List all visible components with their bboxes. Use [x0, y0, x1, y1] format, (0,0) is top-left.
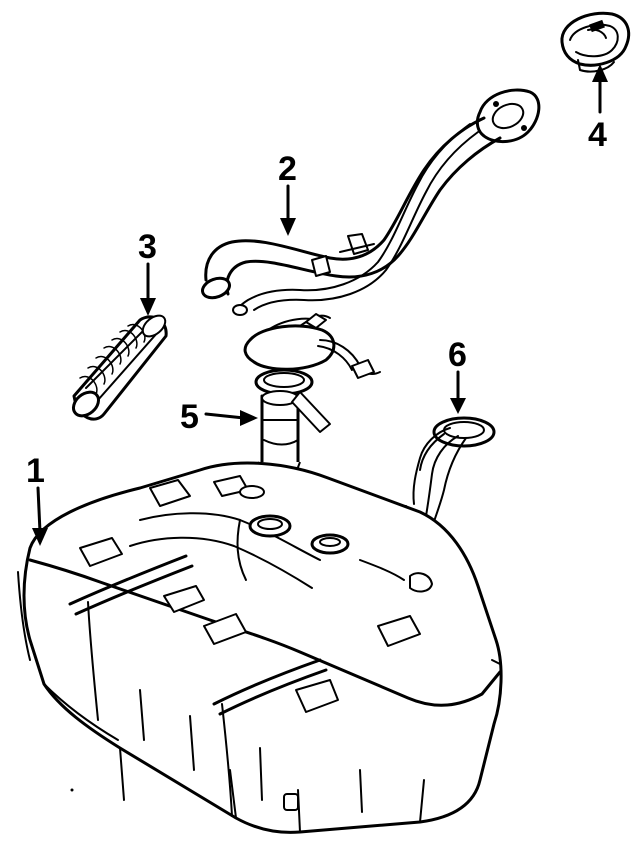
callout-2: 2 — [278, 150, 297, 188]
callout-6: 6 — [448, 336, 467, 374]
leader-line-3 — [140, 262, 156, 316]
filler-neck — [200, 88, 541, 316]
callout-3: 3 — [138, 228, 157, 266]
fuel-tank — [17, 461, 503, 834]
leader-line-4 — [592, 64, 608, 114]
callout-1: 1 — [26, 452, 45, 490]
fuel-cap — [560, 11, 631, 73]
leader-line-6 — [450, 370, 466, 414]
leader-line-5 — [204, 410, 258, 426]
callout-4: 4 — [588, 116, 607, 154]
fuel-pump-assembly — [243, 313, 381, 479]
corrugated-hose — [71, 314, 168, 421]
leader-line-1 — [32, 486, 48, 546]
leader-line-2 — [280, 184, 296, 236]
speck — [70, 788, 74, 792]
callout-5: 5 — [180, 398, 199, 436]
